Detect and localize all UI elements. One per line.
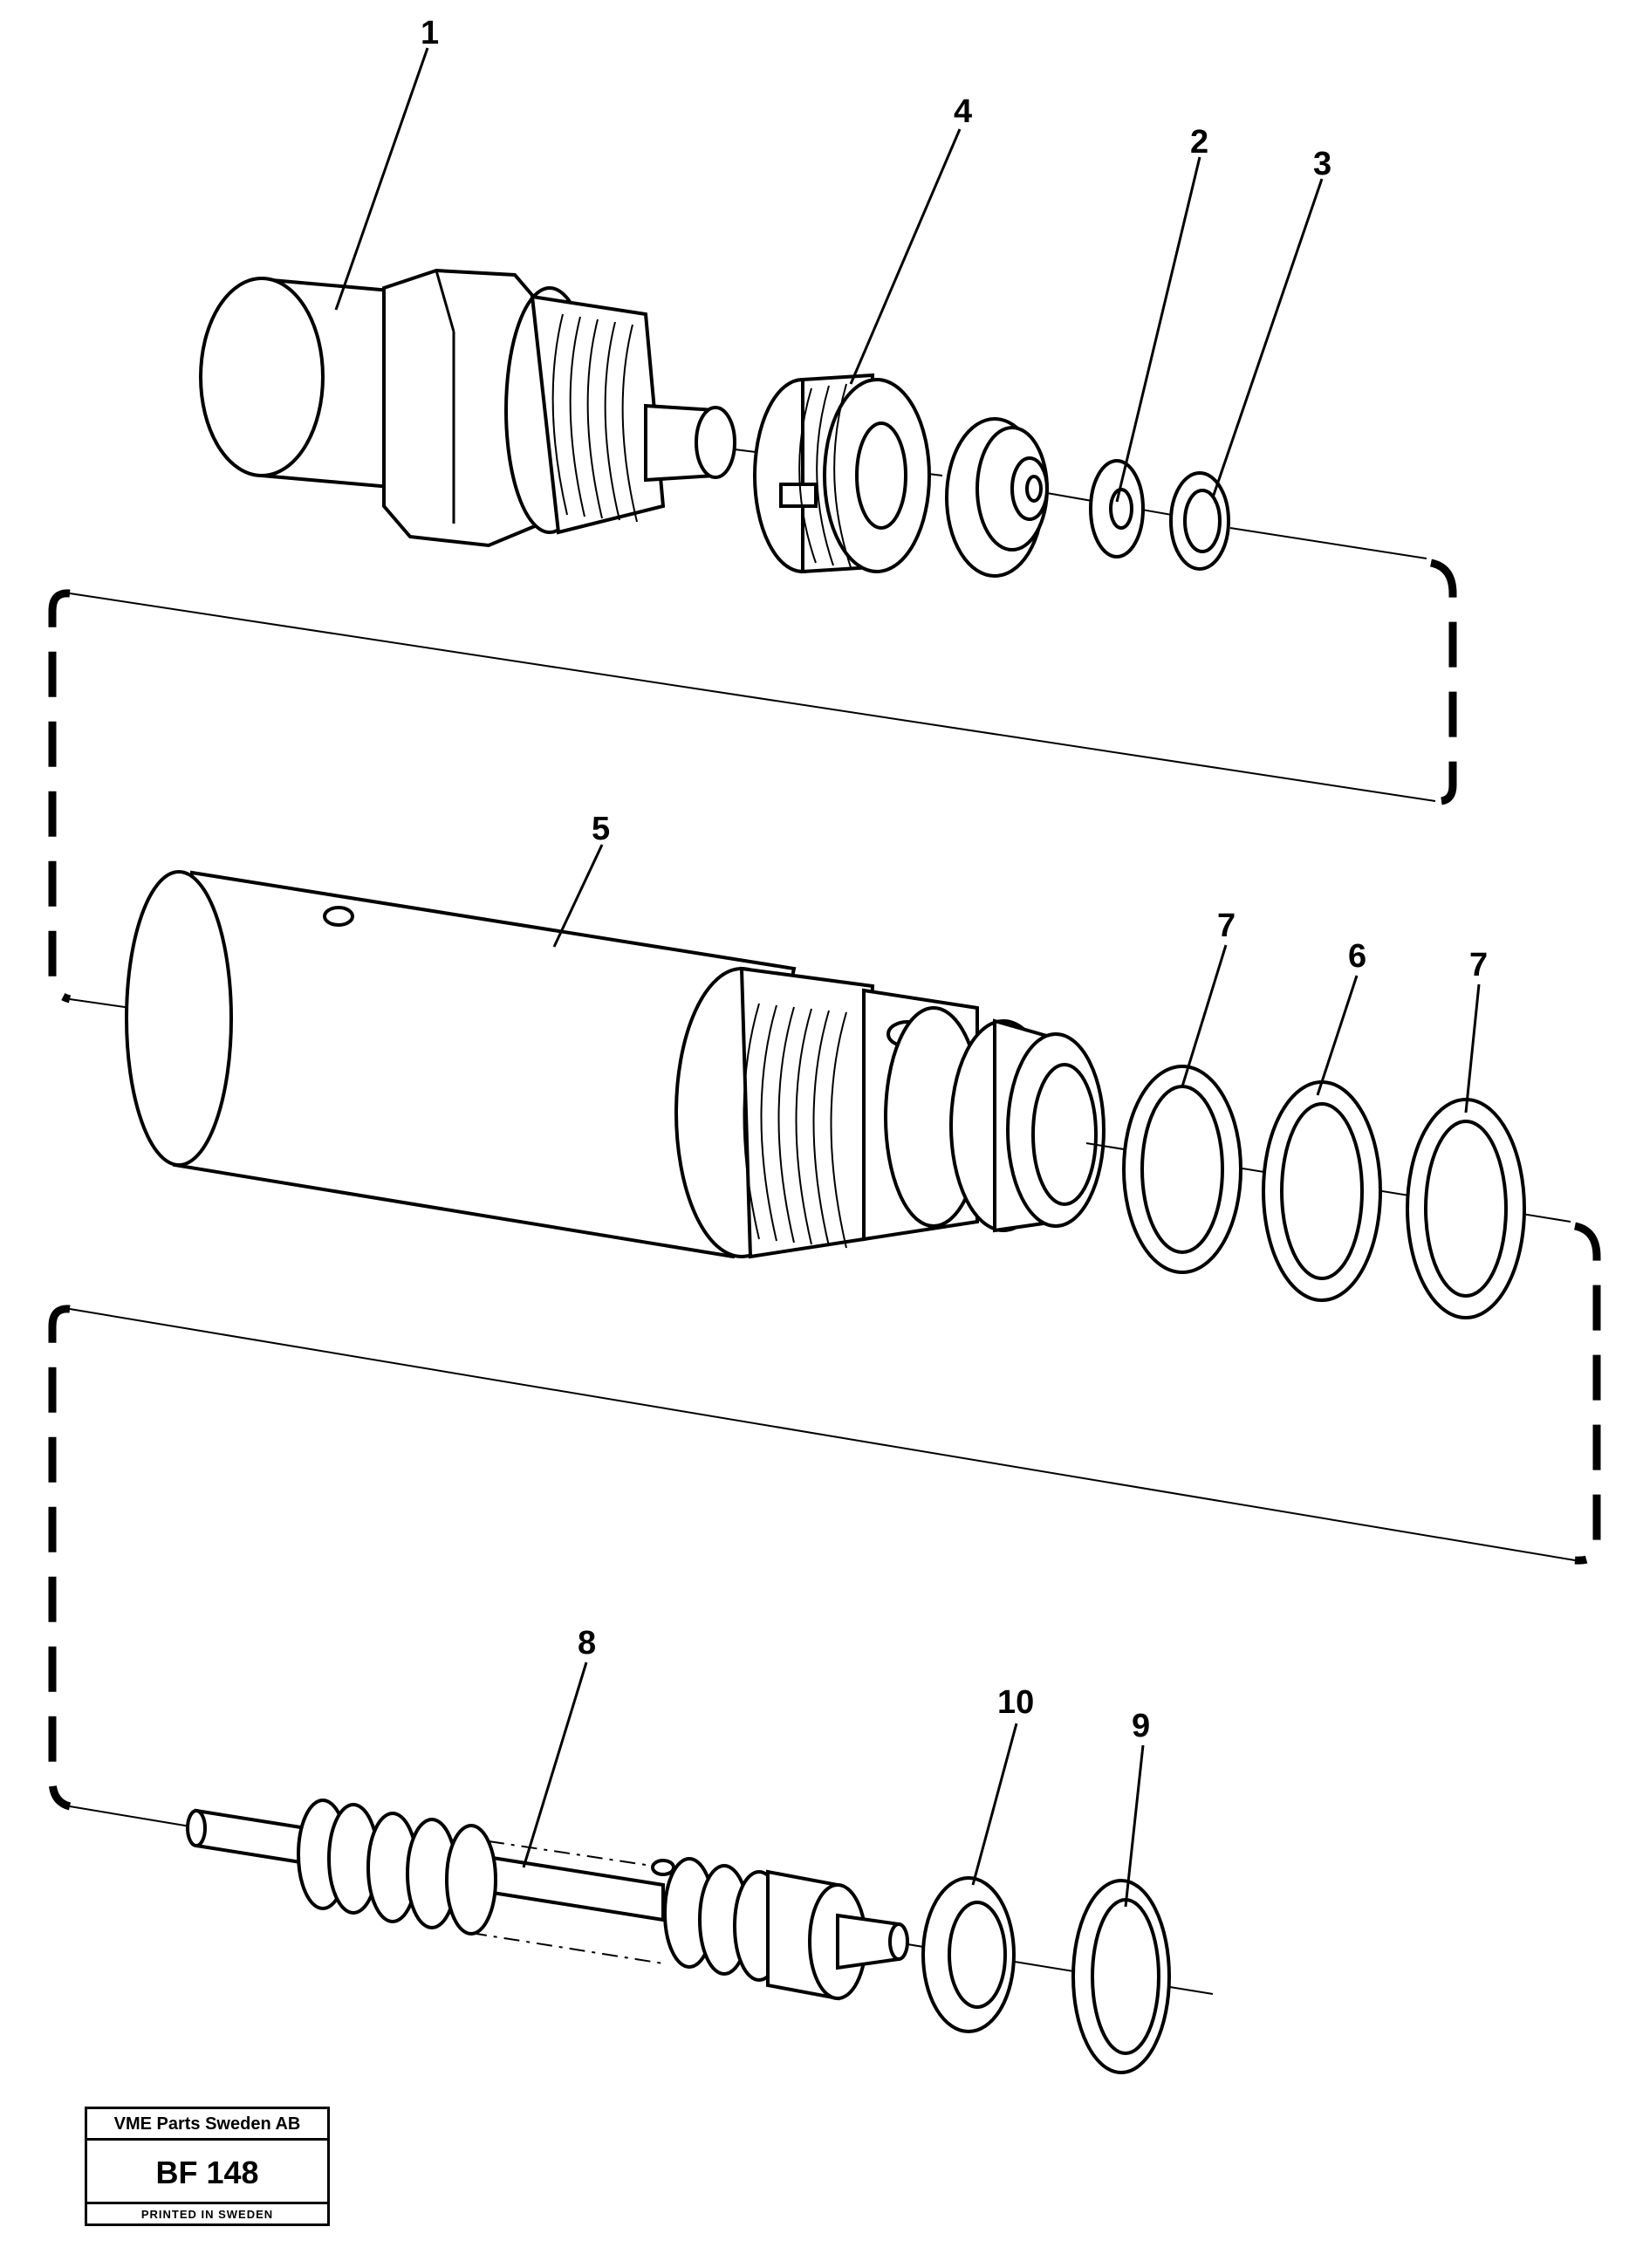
leader-lines — [334, 47, 1481, 1908]
callout-5: 5 — [592, 811, 610, 847]
callout-2: 2 — [1190, 124, 1208, 161]
callout-9: 9 — [1132, 1708, 1150, 1744]
callout-6: 6 — [1348, 938, 1366, 975]
part-8-spring-plunger-assembly — [186, 1799, 909, 2001]
title-block-printed-note: PRINTED IN SWEDEN — [140, 2208, 274, 2221]
part-7-seal-ring-right — [1406, 1098, 1526, 1319]
callout-1: 1 — [421, 15, 439, 51]
part-3-ring — [1169, 471, 1230, 571]
callout-10: 10 — [997, 1684, 1034, 1721]
callout-3: 3 — [1313, 146, 1331, 182]
title-block-drawing-code: BF 148 — [87, 2141, 327, 2204]
washer-cup — [945, 417, 1049, 578]
callout-7-left: 7 — [1217, 908, 1236, 944]
part-4-slotted-nut — [753, 373, 931, 574]
part-1-valve-plug — [199, 268, 736, 548]
title-block-company: VME Parts Sweden AB — [87, 2109, 327, 2141]
part-6-backup-ring — [1262, 1080, 1382, 1302]
callout-7-right: 7 — [1469, 947, 1488, 983]
part-2-ring — [1089, 459, 1145, 558]
callout-4: 4 — [954, 93, 972, 130]
part-7-seal-ring-left — [1122, 1065, 1242, 1274]
part-9-retaining-ring — [1071, 1879, 1171, 2074]
callout-8: 8 — [578, 1625, 596, 1662]
part-5-valve-housing — [125, 870, 1105, 1259]
title-block: VME Parts Sweden AB BF 148 PRINTED IN SW… — [85, 2107, 330, 2226]
callout-labels: 1 2 3 4 5 6 7 7 8 9 10 — [421, 15, 1488, 1744]
part-10-washer — [921, 1876, 1016, 2033]
